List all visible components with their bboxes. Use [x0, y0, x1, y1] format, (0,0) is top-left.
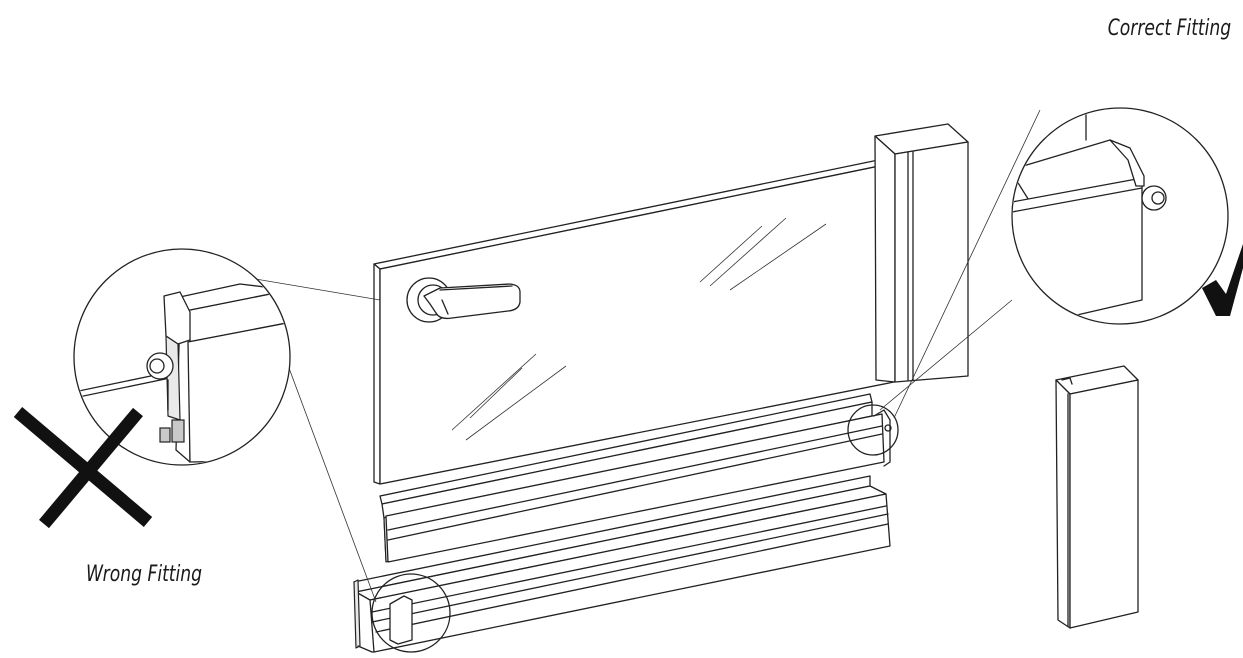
check-mark-icon: [1202, 244, 1243, 316]
correct-leader-top: [893, 109, 1041, 419]
correct-fitting-label: Correct Fitting: [1107, 16, 1231, 41]
door-handle: [406, 277, 521, 323]
lower-seal-profile: [353, 475, 891, 653]
wrong-marker-cap: [389, 595, 413, 645]
correct-detail-marker: [847, 404, 899, 456]
glass-door-panel: [373, 157, 895, 485]
wrong-detail-marker: [371, 573, 451, 653]
end-cap-block: [1055, 365, 1139, 629]
cross-mark-icon: [13, 407, 153, 529]
door-frame-post: [874, 123, 969, 383]
wrong-fitting-label: Wrong Fitting: [86, 562, 203, 587]
correct-fitting-detail: [1011, 107, 1229, 325]
wrong-leader-bottom: [285, 359, 377, 603]
correct-leader-bottom: [879, 299, 1013, 411]
wrong-fitting-detail: [73, 248, 291, 466]
upper-seal-profile: [379, 393, 892, 563]
